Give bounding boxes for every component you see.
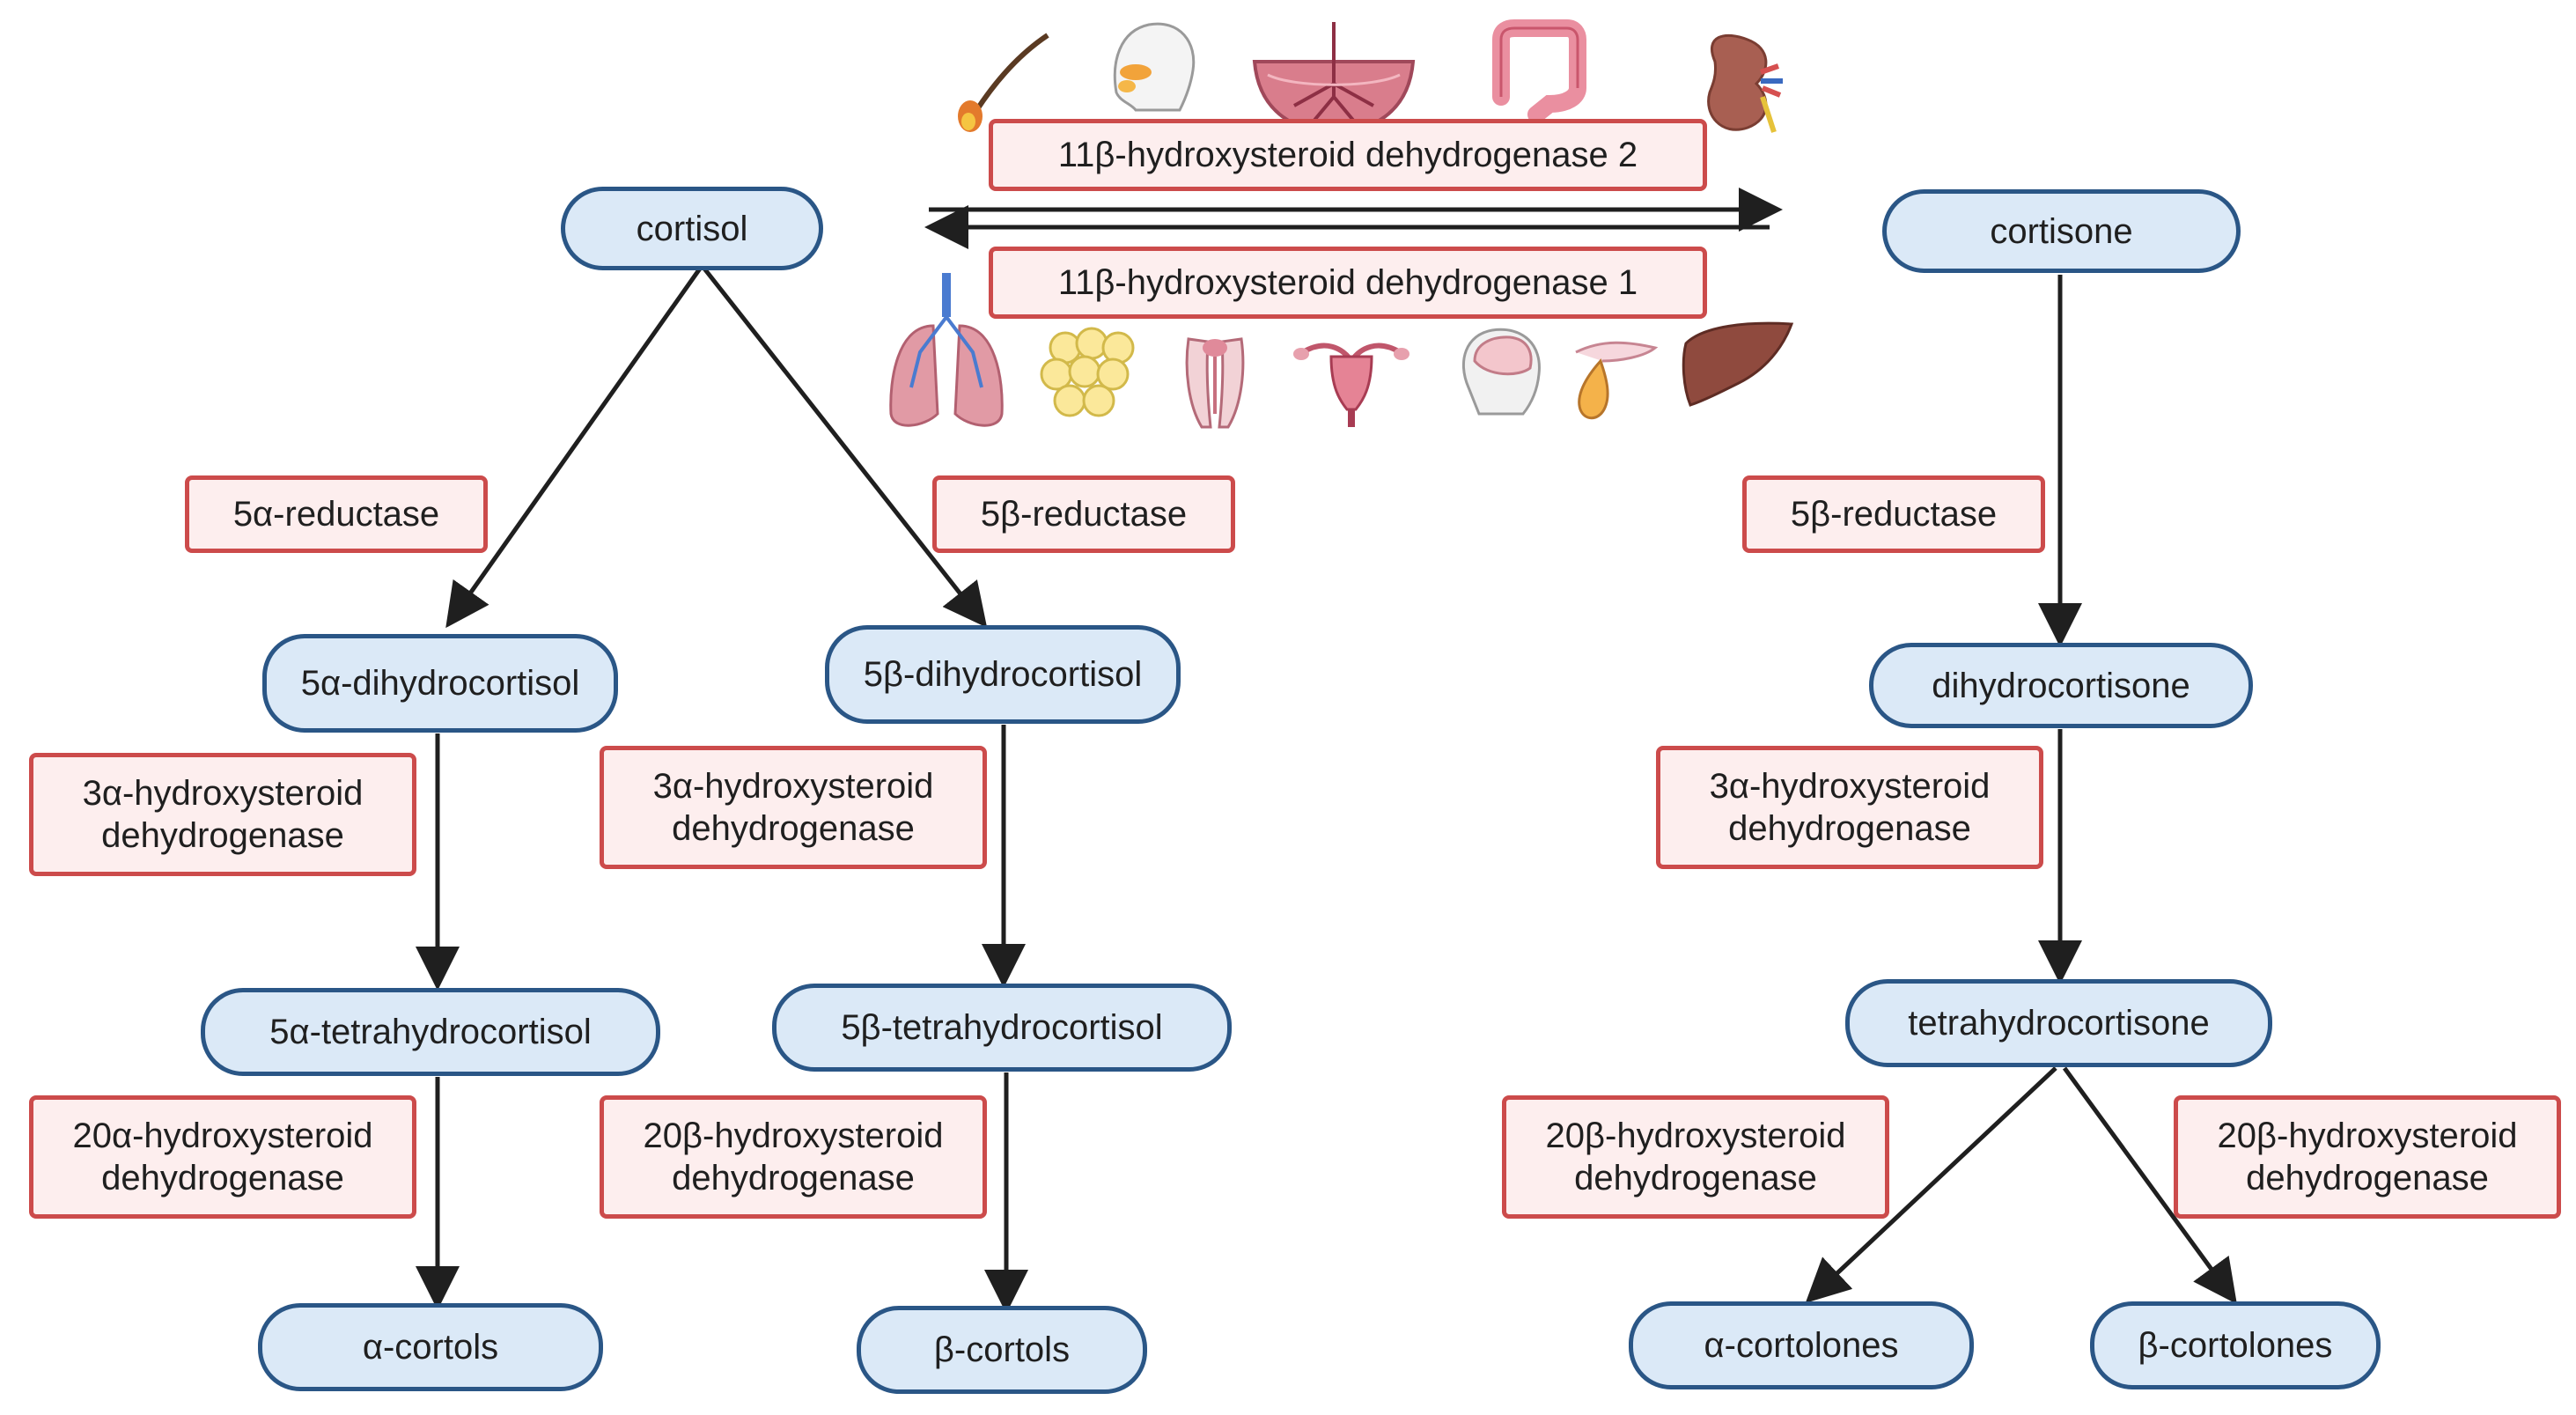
enzyme-11b-hsd1: 11β-hydroxysteroid dehydrogenase 1 xyxy=(989,247,1707,319)
enzyme-11b-hsd2: 11β-hydroxysteroid dehydrogenase 2 xyxy=(989,119,1707,191)
node-tetrahydrocortisone: tetrahydrocortisone xyxy=(1845,979,2272,1067)
enzyme-3a-hsd-right: 3α-hydroxysteroid dehydrogenase xyxy=(1656,746,2043,869)
placenta-icon xyxy=(1252,22,1416,135)
node-b-cortolones: β-cortolones xyxy=(2090,1301,2381,1389)
salivary-gland-head-icon xyxy=(1113,22,1196,112)
enzyme-3a-hsd-left: 3α-hydroxysteroid dehydrogenase xyxy=(29,753,416,876)
kidney-icon xyxy=(1707,33,1783,133)
enzyme-5b-reductase-cortisone: 5β-reductase xyxy=(1742,475,2045,553)
pancreas-icon xyxy=(1575,341,1659,420)
arrow-tetrahydrocortisone-to-a-cortolones xyxy=(1805,1066,2057,1303)
node-5b-dihydrocortisol: 5β-dihydrocortisol xyxy=(825,625,1181,724)
node-a-cortols: α-cortols xyxy=(258,1303,603,1391)
adipose-tissue-icon xyxy=(1040,327,1135,417)
arrow-tetrahydrocortisone-to-b-cortolones xyxy=(2062,1066,2237,1305)
brain-head-icon xyxy=(1461,328,1541,416)
node-cortisol: cortisol xyxy=(561,187,823,270)
enzyme-5b-reductase-cortisol: 5β-reductase xyxy=(932,475,1235,553)
lungs-icon xyxy=(889,273,1004,427)
male-reproductive-icon xyxy=(1185,337,1245,429)
node-5a-tetrahydrocortisol: 5α-tetrahydrocortisol xyxy=(201,988,660,1076)
enzyme-20a-hsd-left: 20α-hydroxysteroid dehydrogenase xyxy=(29,1095,416,1219)
node-5b-tetrahydrocortisol: 5β-tetrahydrocortisol xyxy=(772,984,1232,1072)
colon-icon xyxy=(1492,19,1586,123)
node-cortisone: cortisone xyxy=(1882,189,2241,273)
arrow-cortisol-to-5b-dihydrocortisol xyxy=(703,267,988,628)
enzyme-20b-hsd-middle: 20β-hydroxysteroid dehydrogenase xyxy=(600,1095,987,1219)
enzyme-20b-hsd-right-b: 20β-hydroxysteroid dehydrogenase xyxy=(2174,1095,2561,1219)
node-b-cortols: β-cortols xyxy=(857,1306,1147,1394)
node-5a-dihydrocortisol: 5α-dihydrocortisol xyxy=(262,634,618,733)
enzyme-3a-hsd-middle: 3α-hydroxysteroid dehydrogenase xyxy=(600,746,987,869)
liver-icon xyxy=(1682,321,1794,407)
arrow-cortisol-to-5a-dihydrocortisol xyxy=(445,267,703,629)
uterus-icon xyxy=(1293,343,1409,427)
enzyme-20b-hsd-right-a: 20β-hydroxysteroid dehydrogenase xyxy=(1502,1095,1889,1219)
enzyme-5a-reductase: 5α-reductase xyxy=(185,475,488,553)
node-a-cortolones: α-cortolones xyxy=(1629,1301,1974,1389)
node-dihydrocortisone: dihydrocortisone xyxy=(1869,643,2253,728)
hair-follicle-icon xyxy=(958,33,1049,132)
